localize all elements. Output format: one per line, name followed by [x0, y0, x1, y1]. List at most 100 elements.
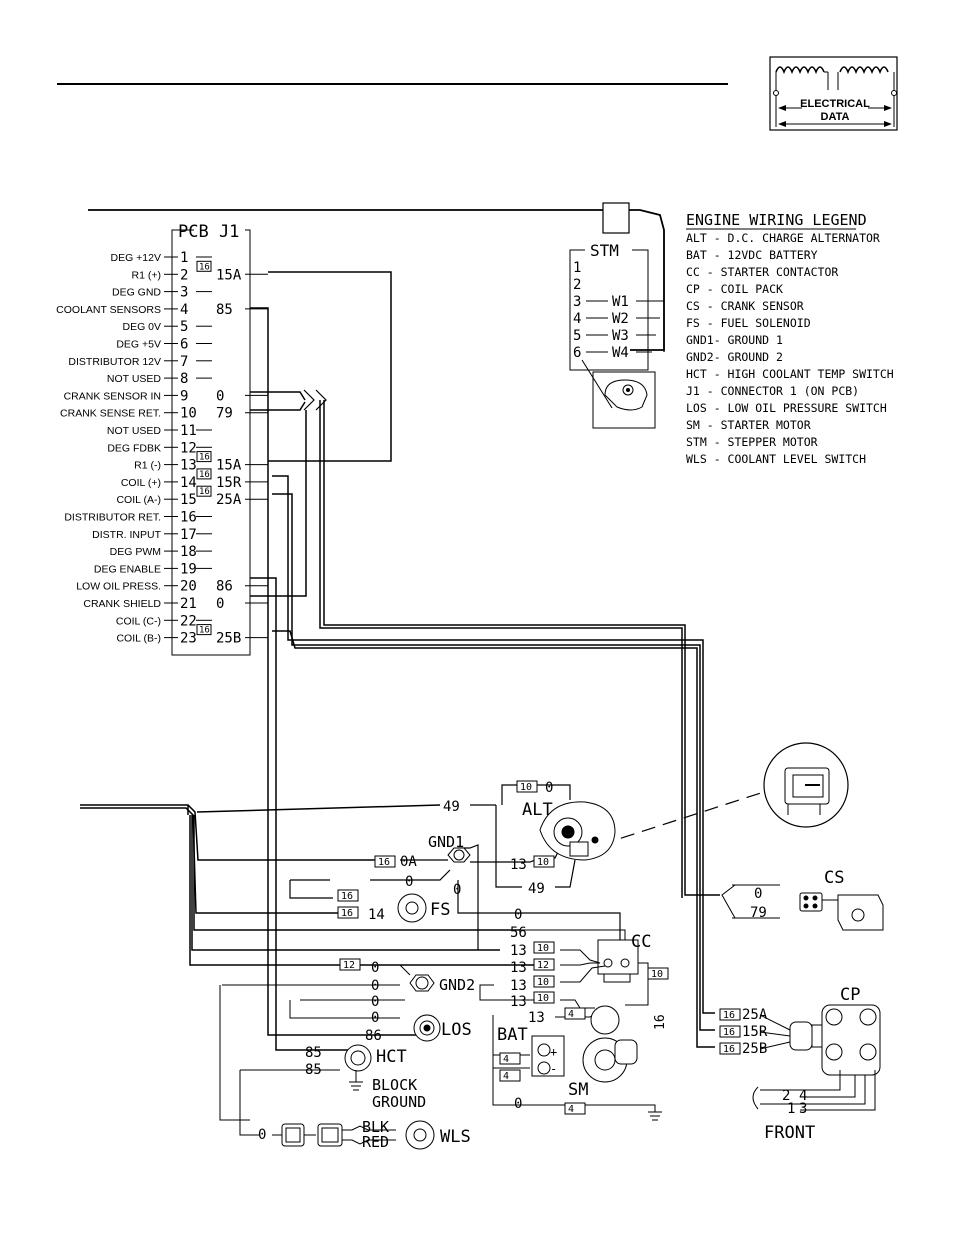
gnd2-nut — [219, 964, 595, 1121]
gauge-number: 10 — [537, 943, 549, 954]
gauge-box — [339, 958, 361, 971]
gauge-number: 16 — [723, 1010, 735, 1021]
pcb-pin-label: COIL (B-) — [116, 633, 161, 645]
pcb-gauge: 16 — [199, 453, 210, 463]
gauge-number: 10 — [537, 977, 549, 988]
pcb-pin-label: DISTRIBUTOR 12V — [68, 356, 161, 368]
wire-number: 0 — [371, 978, 379, 994]
wire-number: 14 — [368, 907, 385, 923]
pcb-gauge-box — [196, 451, 212, 463]
hct-switch — [239, 1044, 372, 1136]
gauge-number: 4 — [568, 1009, 574, 1020]
wire-number: 13 — [510, 943, 527, 959]
pcb-wiring — [250, 271, 720, 1051]
pcb-gauge-box — [196, 624, 212, 636]
wire-number: 15R — [742, 1024, 768, 1040]
pcb-pin-label: LOW OIL PRESS. — [76, 581, 161, 593]
pcb-pin-label: DEG GND — [112, 287, 161, 299]
pcb-pin-wire: 15A — [216, 267, 242, 283]
pcb-pin-label: DISTRIBUTOR RET. — [64, 512, 161, 524]
pcb-pin-number: 16 — [180, 510, 197, 526]
stm-wire: W2 — [612, 311, 629, 327]
wire-number: 2 — [782, 1088, 790, 1104]
label-wls: WLS — [440, 1127, 471, 1147]
label-los: LOS — [441, 1020, 472, 1040]
label-red: RED — [362, 1133, 389, 1151]
gauge-box — [337, 906, 359, 919]
stm-pin-number: 1 — [573, 260, 581, 276]
wire-number: 79 — [750, 905, 767, 921]
legend-item: STM - STEPPER MOTOR — [686, 435, 818, 449]
gauge-box — [499, 1069, 521, 1082]
pcb-pin-number: 18 — [180, 544, 197, 560]
legend-item: WLS - COOLANT LEVEL SWITCH — [686, 452, 866, 466]
pcb-pin-number: 11 — [180, 423, 197, 439]
pcb-pin-wire: 86 — [216, 579, 233, 595]
pcb-pin-number: 2 — [180, 267, 188, 283]
label-cs: CS — [824, 868, 844, 888]
pcb-pin-number: 14 — [180, 475, 197, 491]
stm-pin-number: 4 — [573, 311, 581, 327]
gauge-box — [533, 991, 555, 1004]
wire-number: 4 — [799, 1088, 807, 1104]
label-fs: FS — [430, 900, 450, 920]
pcb-pin-label: DEG +5V — [116, 339, 161, 351]
pcb-pin-number: 21 — [180, 596, 197, 612]
pcb-pin-label: R1 (+) — [132, 269, 161, 281]
pcb-pin-number: 8 — [180, 371, 188, 387]
stm-pin-number: 6 — [573, 345, 581, 361]
fuel-solenoid — [397, 893, 427, 923]
gauge-box — [647, 967, 669, 980]
pcb-pin-label: NOT USED — [107, 425, 161, 437]
pcb-pin-number: 20 — [180, 579, 197, 595]
pcb-pin-number: 12 — [180, 440, 197, 456]
wire-number: 0 — [453, 882, 461, 898]
wire-number: 13 — [510, 994, 527, 1010]
wire-number: 3 — [799, 1101, 807, 1117]
wire-number: 0 — [371, 994, 379, 1010]
logo-line1: ELECTRICAL — [800, 98, 870, 110]
pcb-gauge: 16 — [199, 262, 210, 272]
pcb-pin-label: DEG +12V — [111, 252, 162, 264]
gauge-box — [533, 958, 555, 971]
gauge-number: 4 — [568, 1104, 574, 1115]
gauge-box — [719, 1025, 741, 1038]
pcb-pin-label: DISTR. INPUT — [92, 529, 161, 541]
coil-pack — [752, 1004, 881, 1111]
pcb-gauge: 16 — [199, 470, 210, 480]
legend-item: J1 - CONNECTOR 1 (ON PCB) — [686, 384, 859, 398]
pcb-pin-label: NOT USED — [107, 373, 161, 385]
wire-number: 0 — [371, 1010, 379, 1026]
stm-pin-number: 3 — [573, 294, 581, 310]
pcb-gauge-box — [196, 485, 212, 497]
legend-item: LOS - LOW OIL PRESSURE SWITCH — [686, 401, 887, 415]
pcb-pin-label: COIL (C-) — [116, 615, 161, 627]
pcb-pin-label: R1 (-) — [134, 460, 161, 472]
stm-connector — [602, 202, 630, 234]
legend-item: ALT - D.C. CHARGE ALTERNATOR — [686, 231, 880, 245]
pcb-gauge: 16 — [199, 487, 210, 497]
gauge-box — [374, 855, 396, 868]
gauge-box — [533, 941, 555, 954]
pcb-pin-wire: 25A — [216, 492, 242, 508]
pcb-gauge-box — [196, 260, 212, 272]
alternator-drawing — [539, 801, 616, 861]
label-gnd1: GND1 — [428, 833, 464, 851]
gauge-number: 16 — [341, 908, 353, 919]
label-alt: ALT — [522, 800, 553, 820]
wire-number: 25B — [742, 1041, 767, 1057]
wire-number: 49 — [443, 799, 460, 815]
wire-number: 56 — [510, 925, 527, 941]
electrical-data-logo: ELECTRICAL DATA — [769, 56, 898, 131]
wire-number: 0 — [514, 907, 522, 923]
label-bat-minus: - — [550, 1062, 557, 1076]
gauge-box — [533, 855, 555, 868]
gauge-box — [719, 1008, 741, 1021]
label-ground: GROUND — [372, 1093, 426, 1111]
wire-number: 0 — [545, 780, 553, 796]
pcb-pin-label: DEG FDBK — [107, 442, 161, 454]
legend-title: ENGINE WIRING LEGEND — [686, 211, 867, 229]
pcb-pin-wire: 25B — [216, 631, 241, 647]
pcb-pin-number: 15 — [180, 492, 197, 508]
